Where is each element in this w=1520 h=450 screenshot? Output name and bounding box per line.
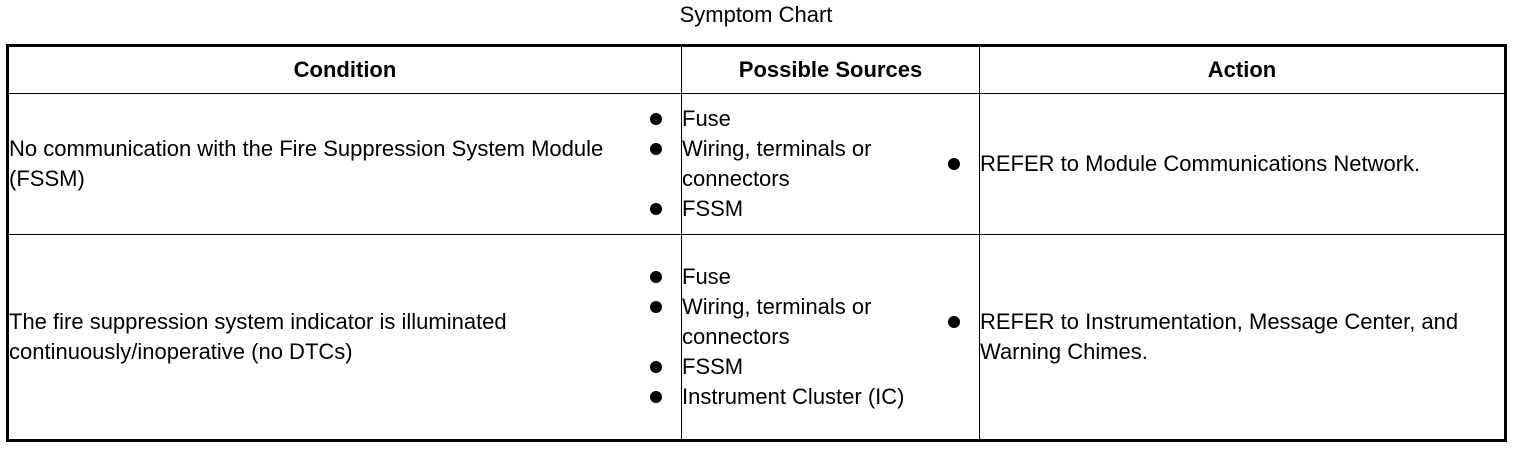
list-item: FSSM — [650, 352, 979, 382]
table-row: No communication with the Fire Suppressi… — [7, 93, 1506, 235]
symptom-table: Condition Possible Sources Action No com… — [6, 44, 1507, 442]
condition-list: The fire suppression system indicator is… — [9, 307, 681, 367]
condition-cell: The fire suppression system indicator is… — [7, 234, 682, 441]
list-item: The fire suppression system indicator is… — [9, 307, 681, 367]
list-item: Wiring, terminals or connectors — [650, 134, 979, 194]
list-item: Wiring, terminals or connectors — [650, 292, 979, 352]
header-condition: Condition — [7, 45, 682, 94]
bullet-icon — [650, 391, 662, 403]
action-text: REFER to Module Communications Network. — [980, 151, 1421, 176]
condition-cell: No communication with the Fire Suppressi… — [7, 93, 682, 235]
header-possible-sources: Possible Sources — [681, 45, 980, 94]
list-item: REFER to Instrumentation, Message Center… — [948, 307, 1504, 367]
bullet-icon — [650, 361, 662, 373]
action-cell: REFER to Module Communications Network. — [948, 93, 1506, 235]
bullet-icon — [948, 158, 960, 170]
list-item: Fuse — [650, 104, 979, 134]
list-item: No communication with the Fire Suppressi… — [9, 134, 681, 194]
table-header-row: Condition Possible Sources Action — [7, 45, 1506, 94]
sources-list: Fuse Wiring, terminals or connectors FSS… — [650, 262, 979, 412]
list-item: FSSM — [650, 194, 979, 224]
sources-cell: Fuse Wiring, terminals or connectors FSS… — [650, 93, 980, 235]
bullet-icon — [650, 143, 662, 155]
bullet-icon — [948, 316, 960, 328]
list-item: Fuse — [650, 262, 979, 292]
action-text: REFER to Instrumentation, Message Center… — [980, 309, 1459, 364]
source-text: Fuse — [682, 264, 731, 289]
source-text: FSSM — [682, 196, 744, 221]
list-item: Instrument Cluster (IC) — [650, 382, 979, 412]
bullet-icon — [650, 301, 662, 313]
page-title: Symptom Chart — [679, 2, 833, 27]
bullet-icon — [650, 113, 662, 125]
list-item: REFER to Module Communications Network. — [948, 149, 1504, 179]
table-row: The fire suppression system indicator is… — [7, 234, 1506, 441]
source-text: Fuse — [682, 106, 731, 131]
source-text: FSSM — [682, 354, 744, 379]
action-cell: REFER to Instrumentation, Message Center… — [948, 234, 1506, 441]
action-list: REFER to Module Communications Network. — [948, 149, 1504, 179]
sources-list: Fuse Wiring, terminals or connectors FSS… — [650, 104, 979, 224]
bullet-icon — [650, 203, 662, 215]
condition-text: The fire suppression system indicator is… — [9, 309, 507, 364]
source-text: Instrument Cluster (IC) — [682, 384, 905, 409]
bullet-icon — [650, 271, 662, 283]
action-list: REFER to Instrumentation, Message Center… — [948, 307, 1504, 367]
condition-text: No communication with the Fire Suppressi… — [9, 136, 604, 191]
source-text: Wiring, terminals or connectors — [682, 136, 872, 191]
condition-list: No communication with the Fire Suppressi… — [9, 134, 681, 194]
header-action: Action — [979, 45, 1506, 94]
source-text: Wiring, terminals or connectors — [682, 294, 872, 349]
sources-cell: Fuse Wiring, terminals or connectors FSS… — [650, 234, 980, 441]
